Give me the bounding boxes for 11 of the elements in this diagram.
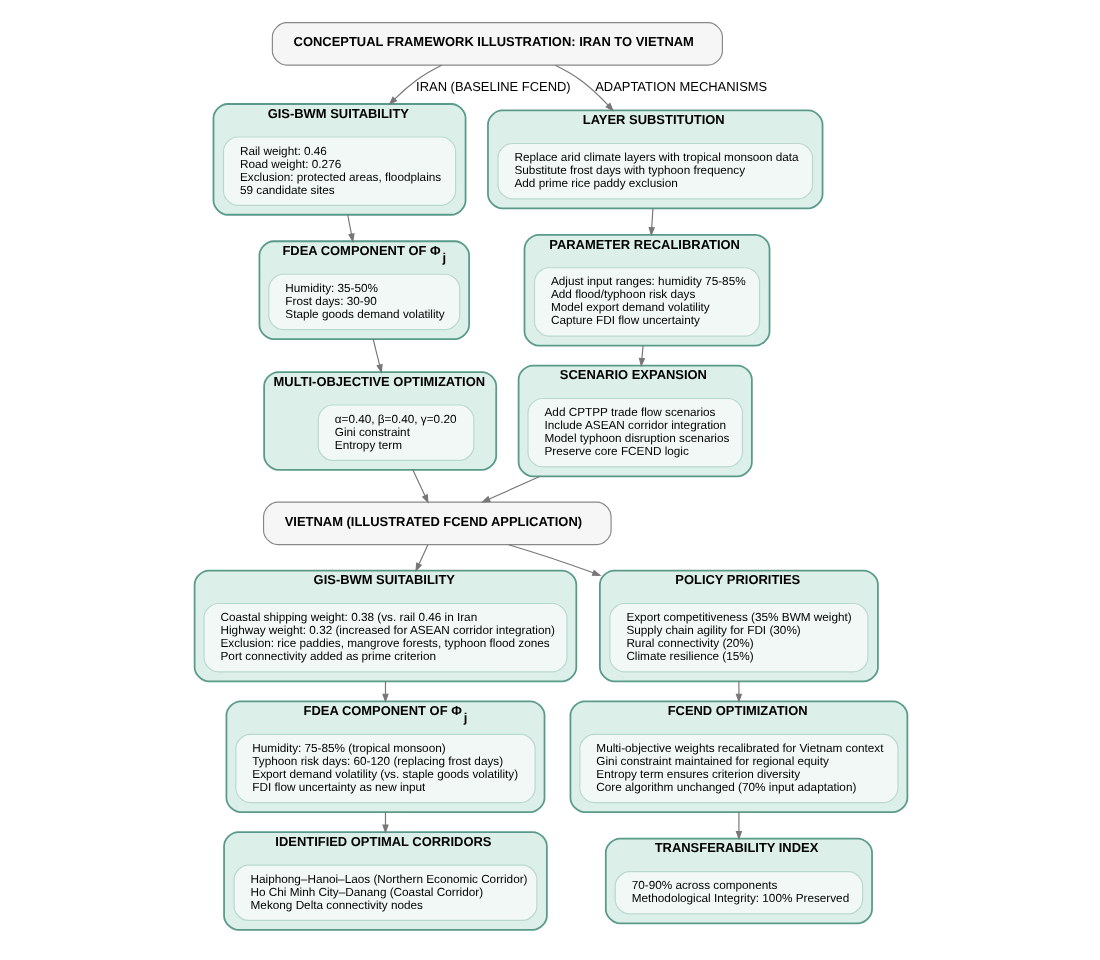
arrow (411, 468, 428, 503)
arrow (637, 343, 645, 367)
arrow (387, 63, 442, 105)
arrow (647, 206, 655, 236)
arrow (371, 337, 382, 373)
arrow (553, 63, 614, 111)
arrow (414, 543, 428, 572)
arrow (734, 679, 742, 703)
arrow (734, 810, 742, 840)
arrow (480, 474, 540, 502)
arrow (346, 213, 354, 242)
